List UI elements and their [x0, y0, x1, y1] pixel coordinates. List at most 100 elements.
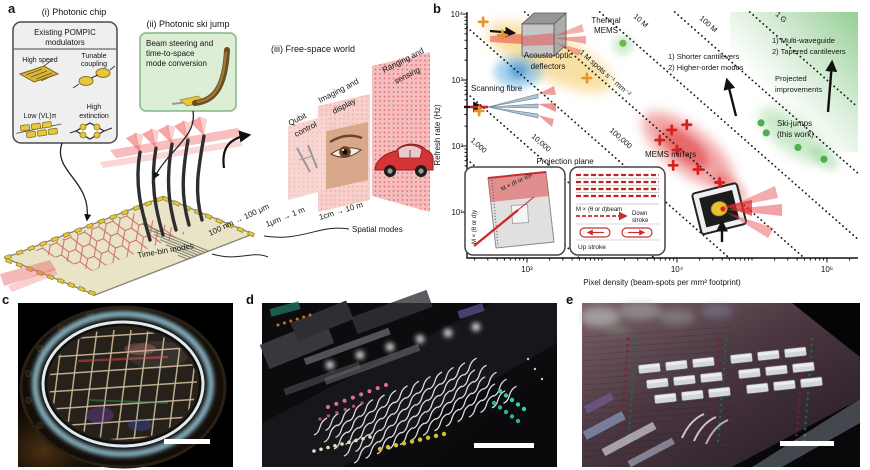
dot-strip-dot — [624, 373, 627, 377]
gold-pad — [15, 249, 24, 256]
dot-strip-dot — [633, 355, 637, 359]
y-tick: 10³ — [451, 76, 463, 85]
panel-d-photo — [259, 289, 557, 467]
gold-pad — [39, 240, 47, 247]
gold-pad — [86, 222, 94, 229]
feature-low-vl: Low (VL)π — [24, 113, 57, 120]
diffraction-dot — [393, 443, 399, 448]
ski-jump-cantilever — [405, 380, 420, 399]
gold-pad — [236, 226, 245, 233]
ski-jump-cantilever — [394, 385, 408, 404]
iso-line-label: 10,000 — [530, 132, 553, 154]
axis-ticks — [462, 13, 851, 263]
gold-pad — [50, 236, 59, 243]
ski-jump-cantilever — [417, 376, 431, 395]
ski-jump-cantilever — [493, 378, 507, 397]
spatial-modes-connector — [263, 227, 350, 238]
gold-pad — [172, 200, 181, 207]
glowing-ring — [32, 311, 214, 457]
texture-line — [581, 428, 733, 440]
diffraction-dot — [276, 323, 280, 327]
dot-strip-dot — [630, 391, 634, 395]
dot-strip-dot — [708, 439, 712, 443]
dot-strip-dot — [626, 343, 630, 347]
feature-tunable-2: coupling — [81, 61, 107, 68]
improvement-arrow-2 — [825, 59, 838, 113]
diffraction-dot — [319, 447, 323, 452]
waveguide — [165, 244, 253, 295]
wafer-grid-line — [49, 398, 197, 410]
dot-strip-dot — [798, 391, 802, 395]
data-point-plus — [473, 105, 485, 117]
dot-strip-dot — [805, 403, 809, 407]
dot-strip-dot — [712, 397, 715, 401]
data-point-plus — [654, 134, 666, 146]
panel-e-photo — [580, 302, 860, 468]
gold-pad — [225, 222, 234, 229]
data-point-dot — [762, 129, 770, 137]
wafer-grid-line — [99, 329, 115, 440]
ski-jump-cantilever — [379, 413, 394, 432]
dot-strip-dot — [629, 403, 633, 407]
ski-jump-cantilever — [313, 417, 328, 436]
y-tick: 10⁴ — [451, 10, 464, 19]
dot-strip-dot — [718, 415, 722, 419]
data-point-plus — [666, 124, 678, 136]
multi-waveguide-label: 1) Multi-waveguide — [772, 36, 835, 45]
ski-jump-cantilever — [451, 362, 466, 381]
ski-jump-cantilevers — [126, 116, 207, 242]
x-tick: 10⁴ — [671, 265, 684, 274]
diffraction-dots — [276, 313, 544, 453]
data-point-dot — [794, 143, 802, 152]
diffraction-dot — [343, 407, 347, 411]
ski-jump-cantilever — [470, 387, 484, 407]
texture-line — [581, 338, 733, 350]
diffraction-dot — [360, 401, 364, 405]
ski-jump-cantilever — [411, 422, 425, 441]
dot-strip-dot — [625, 361, 628, 365]
wafer-grid-line — [49, 346, 197, 359]
gold-pad — [57, 277, 65, 285]
wafer-grid-line — [49, 381, 197, 393]
ski-jump-cantilever — [461, 369, 476, 388]
diffraction-dot — [384, 383, 388, 387]
bright-glint — [356, 351, 364, 359]
dot-strip-dot — [628, 421, 631, 425]
diffraction-dot — [503, 393, 509, 398]
panel-b-label: b — [433, 1, 441, 16]
iso-line — [523, 11, 806, 260]
ski-jump-cantilever — [402, 403, 417, 423]
ski-jump-cantilever — [355, 433, 369, 453]
panel-a-label: a — [8, 1, 16, 16]
ski-jump-cantilever — [378, 424, 392, 443]
diffraction-dot — [503, 409, 509, 415]
acousto-label-2: deflectors — [531, 62, 566, 71]
data-point-dot — [757, 119, 765, 127]
dot-strip-dot — [621, 409, 624, 413]
chuck-bolt — [24, 370, 32, 378]
arrow-chip-to-freespace — [222, 130, 252, 169]
diffraction-dot — [335, 411, 339, 415]
ski-jump-icon — [171, 47, 230, 107]
mzi-icon — [69, 122, 113, 140]
dot-strip-dot — [723, 361, 726, 365]
dot-strip-dot — [625, 355, 629, 359]
texture-line — [581, 332, 733, 344]
dot-strip-dot — [722, 373, 725, 377]
dot-strip-dot — [803, 427, 807, 431]
diffraction-dot — [377, 446, 383, 452]
ski-jump-cantilever — [391, 408, 405, 427]
eye-illustration — [323, 122, 368, 190]
car-illustration — [374, 143, 434, 177]
ski-jump-cantilever — [368, 417, 382, 436]
dot-strip-dot — [627, 427, 631, 431]
diffraction-dot — [497, 388, 503, 394]
panel-a: a (i) Photonic chip (iii) Free-space wor… — [0, 1, 434, 297]
diffraction-dot — [326, 405, 330, 409]
ski-jump-box: Beam steering and time-to-space mode con… — [139, 32, 237, 112]
dot-strip-dot — [624, 367, 628, 371]
dot-strip-dot — [717, 427, 721, 431]
diffraction-dot — [401, 441, 407, 446]
diffraction-dot — [326, 414, 330, 418]
green-streak — [87, 399, 169, 404]
